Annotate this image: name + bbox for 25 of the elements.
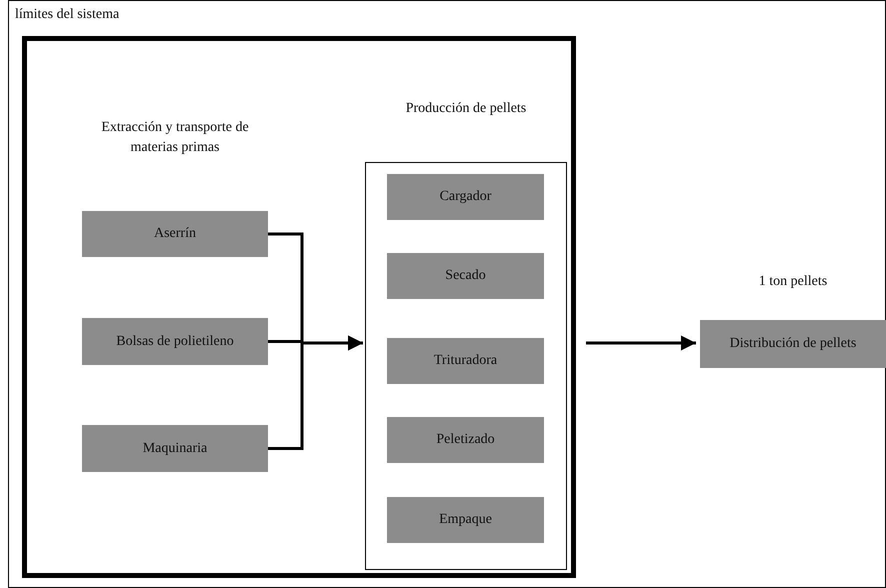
process-label: Distribución de pellets [730, 336, 856, 352]
heading: límites del sistema [15, 7, 120, 23]
process-box [82, 425, 268, 472]
arrow [268, 336, 363, 450]
process-box [387, 497, 544, 543]
process-label: Bolsas de polietileno [116, 334, 234, 350]
process-label: Peletizado [436, 432, 495, 448]
process-label: Maquinaria [142, 440, 208, 456]
process-box [387, 174, 544, 220]
process-box [82, 211, 268, 257]
quantity-label: 1 ton pellets [758, 274, 828, 290]
process-label: Empaque [439, 512, 492, 528]
process-box [82, 318, 268, 365]
column-heading: Extracción y transporte de materias primas [100, 119, 250, 157]
process-box [387, 338, 544, 384]
process-label: Trituradora [434, 353, 498, 369]
process-label: Cargador [440, 189, 492, 205]
system-box [22, 36, 576, 578]
heading: Producción de pellets [404, 101, 528, 117]
process-box [387, 417, 544, 463]
process-label: Secado [445, 268, 486, 284]
system-boundary [8, 0, 886, 588]
process-label: Aserrín [154, 226, 196, 242]
arrow [586, 336, 696, 350]
process-box [387, 253, 544, 299]
